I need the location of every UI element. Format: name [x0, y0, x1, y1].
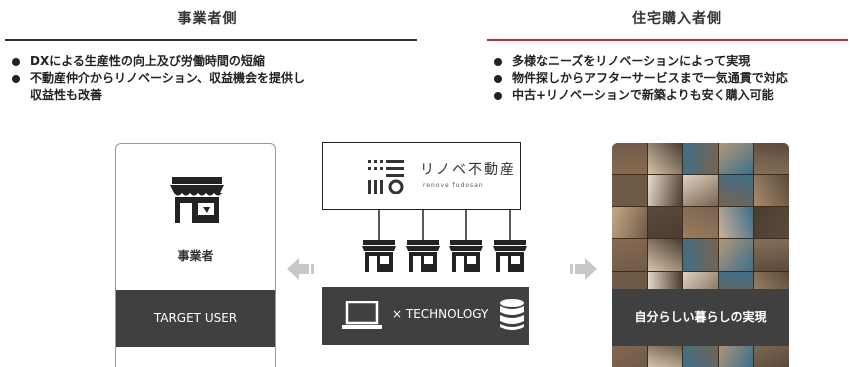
arrow-left-icon — [287, 258, 314, 280]
right-divider — [487, 39, 848, 41]
small-storefront-icon — [362, 240, 527, 272]
technology-bar: × TECHNOLOGY — [322, 287, 529, 345]
right-bullet-list: 多様なニーズをリノベーションによって実現 物件探しからアフターサービスまで一気通… — [490, 53, 850, 104]
photo-tile — [754, 175, 789, 207]
technology-label: × TECHNOLOGY — [392, 307, 489, 321]
photo-tile — [647, 239, 683, 271]
business-label: 事業者 — [177, 249, 214, 263]
lifestyle-band: 自分らしい暮らしの実現 — [612, 289, 789, 346]
photo-tile — [683, 239, 718, 271]
renove-logo-icon — [368, 160, 404, 194]
brand-name: リノベ不動産 — [420, 162, 516, 178]
photo-tile — [718, 143, 754, 175]
photo-tile — [612, 239, 647, 271]
photo-tile — [754, 143, 789, 175]
target-user-band: TARGET USER — [116, 290, 275, 347]
photo-tile — [612, 143, 647, 175]
photo-tile — [683, 175, 718, 207]
left-bullet-1: DXによる生産性の向上及び労働時間の短縮 — [8, 53, 418, 70]
business-card: 事業者 TARGET USER — [115, 143, 276, 367]
photo-tile — [647, 143, 683, 175]
photo-tile — [612, 207, 647, 239]
laptop-icon — [342, 301, 382, 329]
left-bullet-3-continuation: 収益性も改善 — [30, 88, 103, 102]
right-bullet-3: 中古+リノベーションで新築よりも安く購入可能 — [490, 87, 850, 104]
database-icon — [500, 299, 524, 330]
shop-connectors — [362, 210, 527, 272]
right-bullet-2: 物件探しからアフターサービスまで一気通貫で対応 — [490, 70, 850, 87]
brand-subtitle: renove fudosan — [423, 182, 484, 189]
left-bullet-list: DXによる生産性の向上及び労働時間の短縮 不動産仲介からリノベーション、収益機会… — [8, 53, 418, 104]
arrow-right-icon — [570, 258, 597, 280]
left-bullet-2: 不動産仲介からリノベーション、収益機会を提供し — [8, 70, 418, 87]
right-column-title: 住宅購入者側 — [632, 11, 722, 27]
photo-tile — [683, 207, 718, 239]
storefront-icon — [170, 177, 224, 223]
photo-tile — [754, 207, 789, 239]
photo-tile — [754, 239, 789, 271]
photo-tile — [683, 143, 718, 175]
photo-tile — [718, 239, 754, 271]
photo-tile — [718, 207, 754, 239]
right-bullet-1: 多様なニーズをリノベーションによって実現 — [490, 53, 850, 70]
left-column-title: 事業者側 — [177, 11, 238, 27]
brand-box: リノベ不動産 renove fudosan — [322, 142, 521, 210]
photo-tile — [647, 207, 683, 239]
photo-tile — [647, 175, 683, 207]
interior-photo-collage: 自分らしい暮らしの実現 — [612, 143, 789, 367]
photo-tile — [718, 175, 754, 207]
left-divider — [5, 39, 417, 41]
photo-tile — [612, 175, 647, 207]
